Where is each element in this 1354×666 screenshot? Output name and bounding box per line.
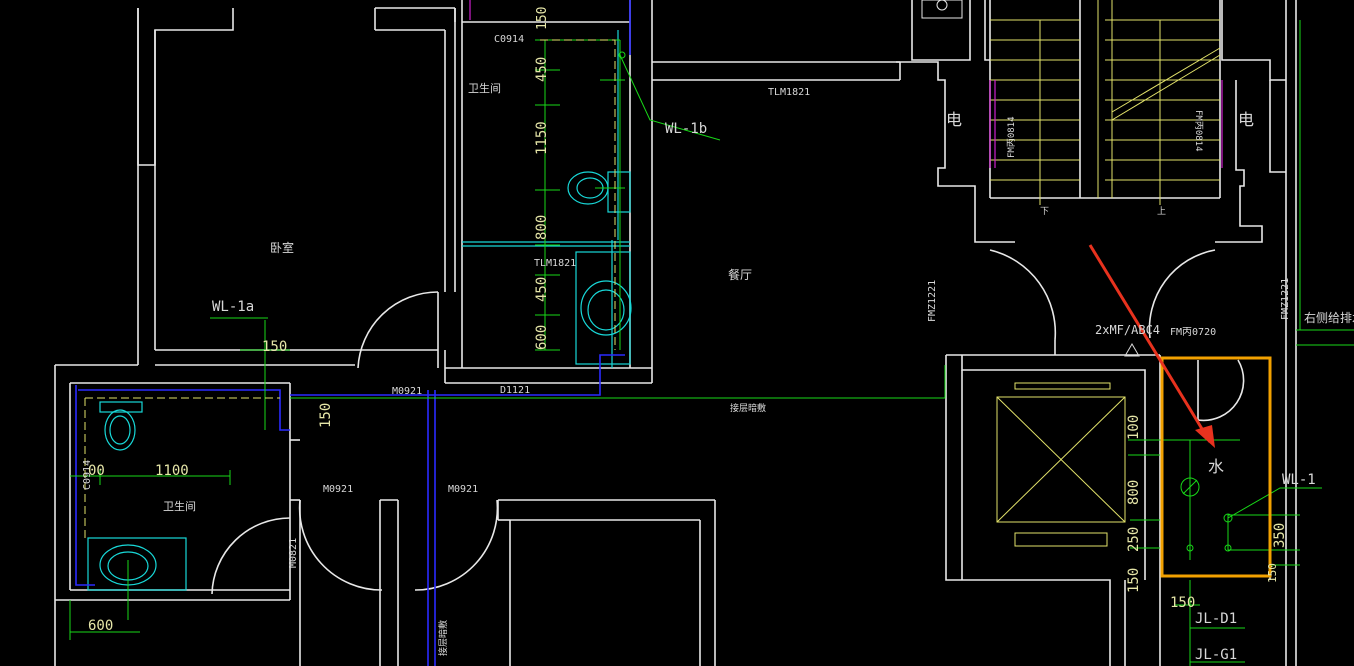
label-d1121: D1121 — [500, 385, 530, 396]
label-m0921-c: M0921 — [448, 484, 478, 495]
label-stair-down: 下 — [1040, 207, 1049, 217]
label-jl-g1: JL-G1 — [1195, 647, 1237, 663]
dim-350: 350 — [1272, 523, 1288, 548]
roof-drain-circle — [936, 0, 948, 11]
drawing-labels: C0914 卫生间 150 450 1150 800 450 600 WL-1b… — [82, 7, 1354, 663]
highlight-box — [1160, 356, 1272, 578]
dim-800-right: 800 — [1126, 480, 1142, 505]
label-toilet-left: 卫生间 — [163, 499, 196, 513]
dim-1100: 1100 — [155, 463, 189, 479]
door-swings — [211, 249, 1245, 595]
label-m0921-a: M0921 — [392, 386, 422, 397]
dim-150-right-v: 150 — [1126, 568, 1142, 593]
label-tlm1821-mid: TLM1821 — [534, 258, 576, 269]
label-wl-1: WL-1 — [1282, 472, 1316, 488]
label-floor-note: 接层暗敷 — [730, 402, 766, 414]
dim-250: 250 — [1126, 527, 1142, 552]
dim-1150: 1150 — [534, 121, 550, 155]
label-water: 水 — [1208, 457, 1224, 476]
dim-150-left-v: 150 — [318, 403, 334, 428]
label-living: 餐厅 — [728, 267, 752, 282]
label-toilet-top: 卫生间 — [468, 81, 501, 95]
label-m0821: M0821 — [288, 538, 299, 568]
label-fmz1221-right: FMZ1221 — [1280, 278, 1291, 320]
elevator — [996, 382, 1126, 547]
water-pipes — [69, 20, 1354, 666]
fire-door-marks — [469, 0, 1223, 168]
label-jl-d1: JL-D1 — [1195, 611, 1237, 627]
drain-pipes — [75, 0, 631, 666]
label-m0921-b: M0921 — [323, 484, 353, 495]
dim-150-left: 150 — [262, 339, 287, 355]
label-floor-note-v: 接层暗敷 — [437, 620, 449, 656]
label-fm-door-left: FM丙0814 — [1006, 116, 1017, 158]
dim-600-mid: 600 — [534, 325, 550, 350]
extinguisher-icon — [1124, 343, 1140, 357]
label-elec-right: 电 — [1238, 110, 1254, 129]
label-wl-1b: WL-1b — [665, 121, 707, 137]
dim-100: 100 — [1126, 415, 1142, 440]
dimension-lines — [84, 39, 616, 540]
label-tlm1821-top: TLM1821 — [768, 87, 810, 98]
annotation-arrow — [1088, 244, 1215, 448]
stairs — [990, 0, 1221, 205]
label-fm-0720: FM丙0720 — [1170, 327, 1216, 338]
dim-left-00: 00 — [88, 463, 105, 479]
label-fmz1221-left: FMZ1221 — [927, 280, 938, 322]
label-fm-door-right: FM丙0814 — [1193, 110, 1204, 152]
label-wl-1a: WL-1a — [212, 299, 254, 315]
dim-150-corner: 150 — [1266, 563, 1279, 583]
label-c0914-top: C0914 — [494, 34, 524, 45]
dim-450-mid: 450 — [534, 277, 550, 302]
label-elec-left: 电 — [946, 110, 962, 129]
dim-450-top: 450 — [534, 57, 550, 82]
roof-drain-icon — [921, 0, 963, 19]
label-bedroom: 卧室 — [270, 240, 294, 255]
label-c0914-left: C0914 — [82, 460, 93, 490]
dim-150-bottom: 150 — [1170, 595, 1195, 611]
label-extinguisher: 2xMF/ABC4 — [1095, 323, 1160, 337]
dim-800-mid: 800 — [534, 215, 550, 240]
dim-150-top: 150 — [535, 7, 550, 30]
label-stair-up: 上 — [1157, 206, 1166, 217]
dim-600-bottom: 600 — [88, 618, 113, 634]
